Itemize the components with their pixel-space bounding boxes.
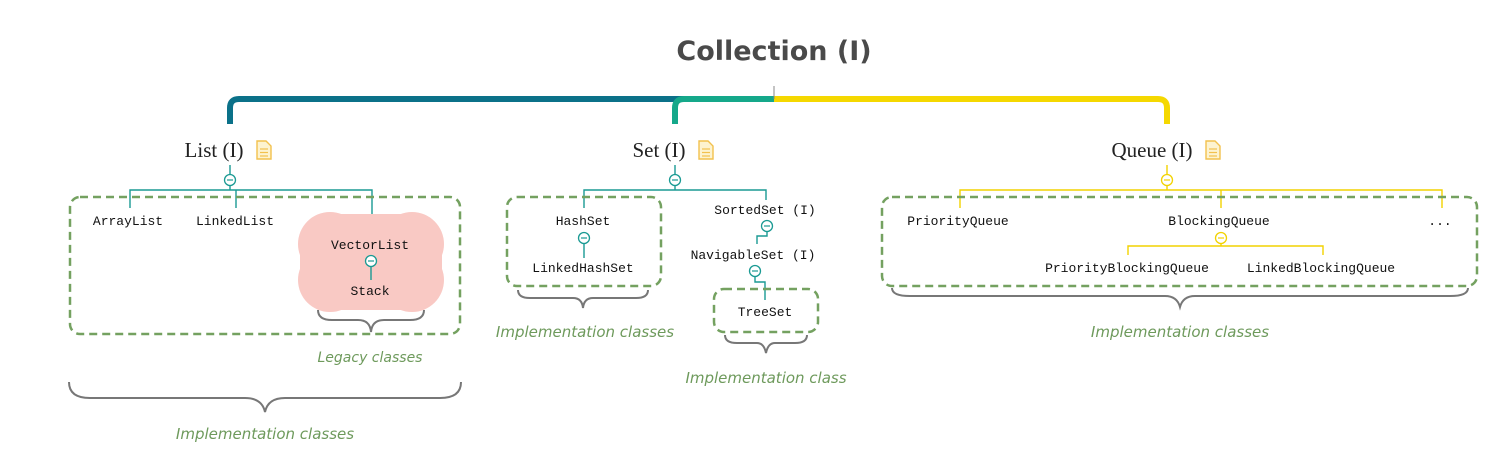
collapse-toggle-icon[interactable] — [1214, 231, 1228, 245]
list-group: List (I) ArrayList LinkedList Vecto — [68, 138, 462, 443]
set-implementation-brace — [517, 289, 649, 309]
set-group: Set (I) HashSet LinkedHashSet Implementa… — [496, 138, 847, 387]
set-implementation-caption: Implementation classes — [496, 323, 674, 341]
hashset-label[interactable]: HashSet — [556, 214, 611, 229]
note-icon — [256, 140, 272, 160]
collapse-toggle-icon[interactable] — [223, 173, 237, 187]
queue-group: Queue (I) PriorityQueue BlockingQueue ..… — [880, 138, 1479, 341]
more-items-label[interactable]: ... — [1428, 214, 1451, 229]
navigableset-label[interactable]: NavigableSet (I) — [691, 248, 816, 263]
linkedblockingqueue-label[interactable]: LinkedBlockingQueue — [1247, 261, 1395, 276]
sortedset-label[interactable]: SortedSet (I) — [714, 203, 815, 218]
queue-implementation-caption: Implementation classes — [1091, 323, 1269, 341]
arraylist-label[interactable]: ArrayList — [93, 214, 163, 229]
collapse-toggle-icon[interactable] — [1160, 173, 1174, 187]
treeset-label[interactable]: TreeSet — [738, 305, 793, 320]
queue-implementation-brace — [891, 287, 1469, 311]
top-branches — [227, 86, 1170, 124]
vectorlist-label[interactable]: VectorList — [331, 238, 409, 253]
priorityblockingqueue-label[interactable]: PriorityBlockingQueue — [1045, 261, 1209, 276]
priorityqueue-label[interactable]: PriorityQueue — [907, 214, 1008, 229]
treeset-box — [712, 287, 820, 334]
collapse-toggle-icon[interactable] — [364, 254, 378, 268]
queue-implementation-box — [880, 195, 1479, 288]
note-icon — [1205, 140, 1221, 160]
branch-set — [672, 96, 774, 124]
queue-interface-label[interactable]: Queue (I) — [1111, 138, 1192, 162]
treeset-implementation-caption: Implementation class — [685, 369, 846, 387]
legacy-cloud — [298, 212, 444, 312]
legacy-classes-caption: Legacy classes — [318, 350, 423, 366]
set-interface-label[interactable]: Set (I) — [632, 138, 685, 162]
list-interface-label[interactable]: List (I) — [185, 138, 244, 162]
root-title[interactable]: Collection (I) — [676, 36, 871, 67]
collapse-toggle-icon[interactable] — [577, 231, 591, 245]
collapse-toggle-icon[interactable] — [760, 219, 774, 233]
stack-label[interactable]: Stack — [350, 284, 389, 299]
linkedhashset-label[interactable]: LinkedHashSet — [532, 261, 633, 276]
list-implementation-caption: Implementation classes — [176, 425, 354, 443]
set-implementation-box — [505, 195, 663, 288]
treeset-brace — [724, 334, 808, 354]
blockingqueue-label[interactable]: BlockingQueue — [1168, 214, 1269, 229]
linkedlist-label[interactable]: LinkedList — [196, 214, 274, 229]
branch-queue — [774, 96, 1170, 124]
collapse-toggle-icon[interactable] — [668, 173, 682, 187]
collapse-toggle-icon[interactable] — [748, 264, 762, 278]
branch-list — [227, 96, 774, 124]
list-implementation-box — [68, 195, 462, 336]
list-implementation-brace — [68, 381, 462, 413]
note-icon — [698, 140, 714, 160]
legacy-brace — [317, 309, 425, 333]
